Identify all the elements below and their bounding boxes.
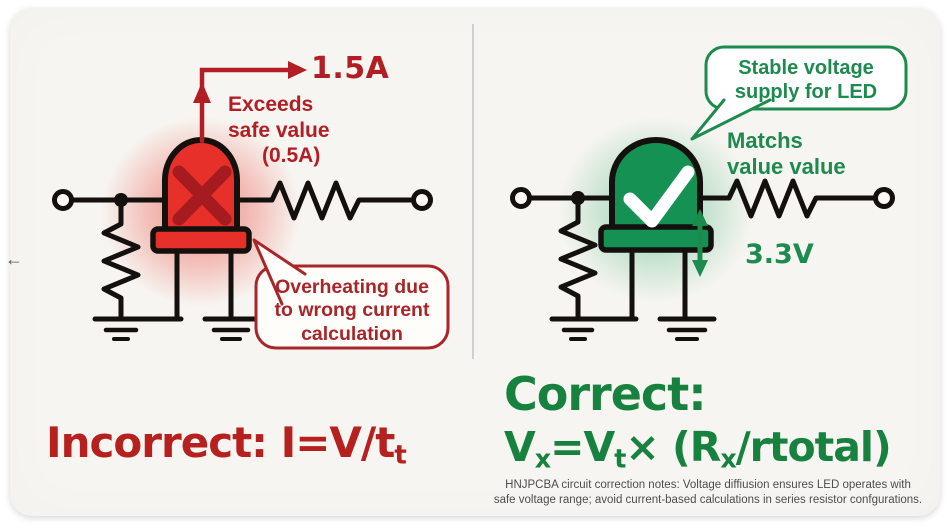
check-mark-icon [623,165,695,228]
wire-and-series-resistor [527,178,879,219]
shunt-resistor [558,200,598,322]
formula-subscript: t [394,440,406,471]
bubble-line: calculation [301,322,403,345]
led-legs [174,245,234,322]
incorrect-formula-title: Incorrect: I=V/tt [46,418,407,471]
wire-and-series-resistor [69,180,417,221]
bubble-tail [690,98,772,141]
ground-icon [202,316,260,341]
warning-line: (0.5A) [262,144,321,168]
exceeds-warning-text: Exceeds safe value (0.5A) [228,92,330,169]
ground-icon [549,316,639,341]
footnote-line: safe voltage range; avoid current-based … [493,493,923,506]
terminal-node [873,187,895,209]
junction-dot [571,191,585,205]
right-circuit [510,45,908,341]
formula-main: Incorrect: I=V/t [46,418,395,467]
junction-dot [114,193,128,207]
shunt-resistor [101,202,141,322]
match-line: value value [727,154,846,180]
match-line: Matchs [727,128,803,153]
terminal-node [411,189,433,211]
speech-bubble-green [690,45,908,141]
correct-label: Correct: [504,367,707,421]
voltage-arrow-icon [692,209,708,277]
ground-icon [657,316,717,341]
terminal-node [52,189,74,211]
warning-line: Exceeds [228,93,314,116]
matches-value-text: Matchs value value [727,128,846,181]
bubble-tail [252,238,307,306]
bubble-line: supply for LED [734,81,878,104]
led-legs [629,243,688,322]
footnote-line: HNJPCBA circuit correction notes: Voltag… [505,479,911,491]
led-green-icon [598,137,714,253]
current-value-label: 1.5A [311,51,390,86]
ground-icon [92,316,184,341]
x-mark-icon [172,165,232,226]
current-arrow-icon [193,61,307,144]
stable-voltage-bubble-text: Stable voltage supply for LED [708,56,904,105]
footnote-text: HNJPCBA circuit correction notes: Voltag… [478,478,938,508]
left-circuit [52,61,450,350]
warning-line: safe value [228,118,330,142]
terminal-node [510,187,532,209]
correct-formula: Vx=Vt× (Rx/rtotal) [504,423,892,474]
voltage-value-label: 3.3V [745,239,814,270]
correct-formula-title: Correct: Vx=Vt× (Rx/rtotal) [504,366,892,474]
bubble-line: Overheating due [275,276,429,298]
bubble-line: Stable voltage [738,57,874,79]
bubble-line: to wrong current [274,299,430,322]
speech-bubble-red [252,238,450,350]
back-arrow-icon[interactable]: ← [5,249,23,269]
overheating-bubble-text: Overheating due to wrong current calcula… [258,276,446,346]
led-red-icon [150,137,252,254]
